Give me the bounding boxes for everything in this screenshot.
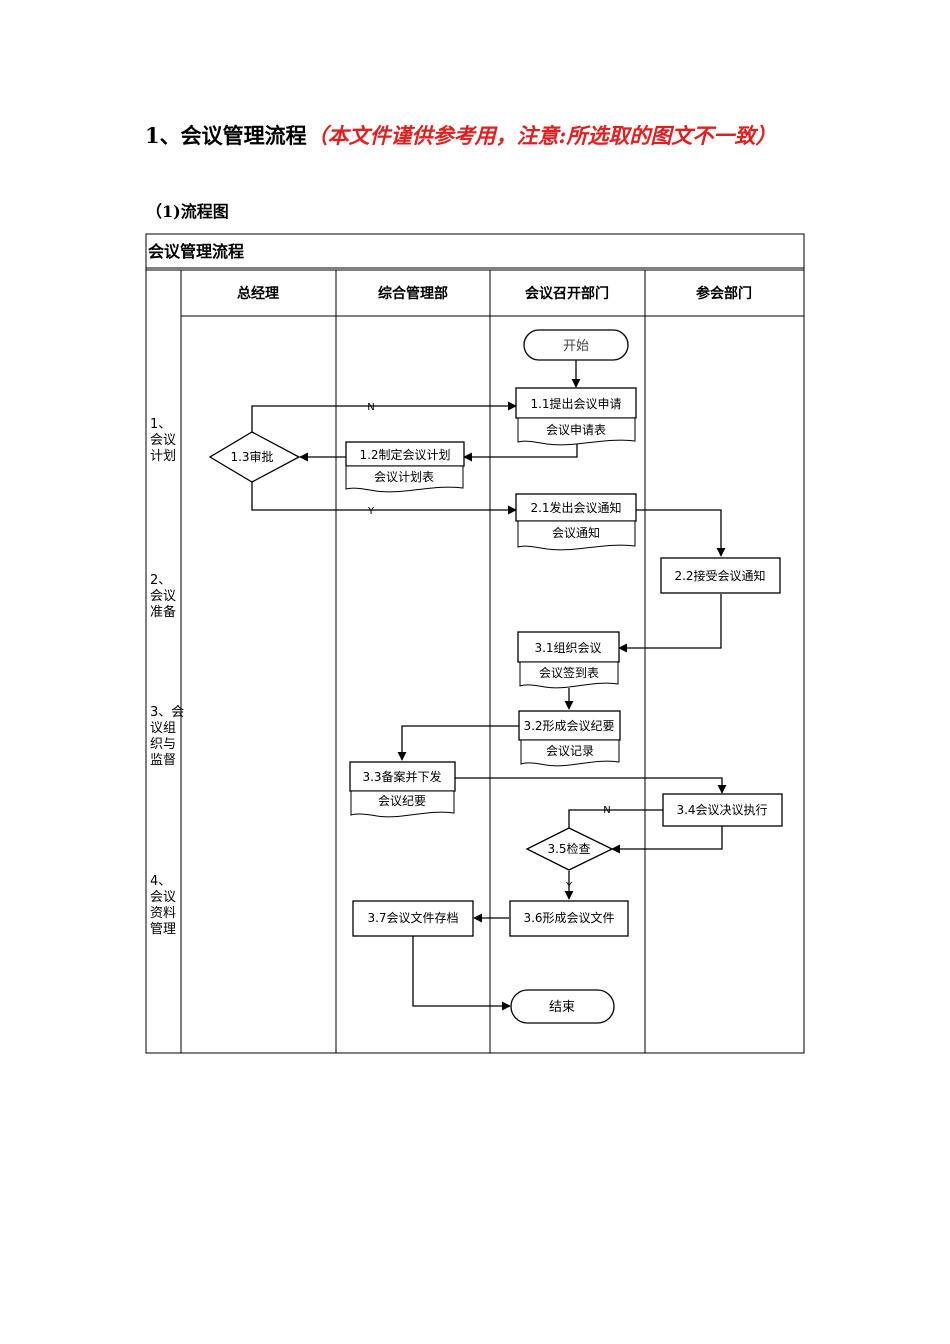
step-3-6-label: 3.6形成会议文件 bbox=[523, 910, 614, 925]
phase-4-line-3: 资料 bbox=[150, 906, 176, 921]
phase-4-line-4: 管理 bbox=[150, 922, 176, 937]
edge-label-no-2: N bbox=[603, 805, 610, 816]
doc-3-2-shape bbox=[520, 739, 620, 767]
doc-3-3-label: 会议纪要 bbox=[378, 794, 426, 808]
lane-header-host-dept: 会议召开部门 bbox=[525, 285, 609, 302]
phase-4-line-1: 4、 bbox=[150, 874, 171, 889]
step-3-4-label: 3.4会议决议执行 bbox=[676, 803, 767, 817]
doc-3-1-shape bbox=[519, 661, 619, 689]
doc-2-1-shape bbox=[517, 520, 636, 551]
phase-1-line-1: 1、 bbox=[150, 417, 171, 432]
phase-4-line-2: 会议 bbox=[150, 890, 176, 905]
doc-2-1-label: 会议通知 bbox=[552, 526, 600, 540]
step-1-2-box bbox=[345, 441, 465, 467]
phase-3-line-2: 议组 bbox=[150, 721, 176, 736]
connectors bbox=[251, 360, 727, 1011]
phase-2-line-3: 准备 bbox=[150, 604, 176, 620]
phase-1-line-2: 会议 bbox=[150, 433, 176, 448]
section-title: 1、会议管理流程（本文件谨供参考用，注意:所选取的图文不一致） bbox=[145, 118, 825, 154]
step-3-3-label: 3.3备案并下发 bbox=[362, 769, 441, 784]
step-3-2-label: 3.2形成会议纪要 bbox=[523, 719, 614, 733]
step-1-2-label: 1.2制定会议计划 bbox=[359, 447, 450, 462]
decision-1-3 bbox=[208, 431, 301, 483]
phase-2-line-2: 会议 bbox=[150, 589, 176, 604]
section-title-note: （本文件谨供参考用，注意:所选取的图文不一致） bbox=[306, 123, 777, 148]
end-terminator bbox=[510, 989, 615, 1024]
start-label: 开始 bbox=[563, 339, 589, 354]
doc-3-3-shape bbox=[350, 790, 455, 818]
decision-1-3-label: 1.3审批 bbox=[230, 449, 273, 464]
phase-labels: 1、 会议 计划 2、 会议 准备 3、会 议组 织与 监督 4、 会议 资料 … bbox=[150, 417, 184, 937]
step-3-7-box bbox=[352, 900, 474, 937]
edge-label-yes-1: Y bbox=[367, 506, 375, 517]
section-title-main: 1、会议管理流程 bbox=[145, 123, 307, 148]
decision-3-5-label: 3.5检查 bbox=[547, 841, 590, 856]
phase-3-line-1: 3、会 bbox=[150, 705, 184, 720]
step-3-3-box bbox=[349, 761, 456, 792]
doc-3-2-label: 会议记录 bbox=[546, 744, 594, 758]
lane-header-general-manager: 总经理 bbox=[237, 285, 279, 302]
phase-3-line-4: 监督 bbox=[150, 753, 176, 768]
doc-1-1-label: 会议申请表 bbox=[546, 423, 606, 437]
lane-header-admin-dept: 综合管理部 bbox=[378, 285, 448, 302]
start-terminator bbox=[523, 329, 629, 361]
step-3-7-label: 3.7会议文件存档 bbox=[367, 910, 458, 925]
doc-1-2-shape bbox=[345, 465, 464, 493]
end-label: 结束 bbox=[549, 1000, 575, 1015]
phase-2-line-1: 2、 bbox=[150, 573, 171, 588]
step-2-2-label: 2.2接受会议通知 bbox=[674, 568, 765, 583]
step-3-1-label: 3.1组织会议 bbox=[534, 641, 601, 655]
decision-3-5 bbox=[525, 827, 614, 871]
lane-header-attending-dept: 参会部门 bbox=[696, 285, 752, 302]
flowchart-subheading: （1)流程图 bbox=[146, 202, 229, 221]
doc-1-2-label: 会议计划表 bbox=[374, 470, 434, 484]
doc-3-1-label: 会议签到表 bbox=[539, 665, 599, 680]
step-3-2-box bbox=[518, 710, 621, 741]
phase-1-line-3: 计划 bbox=[150, 449, 176, 464]
step-2-1-label: 2.1发出会议通知 bbox=[530, 500, 621, 515]
step-2-2-box bbox=[660, 557, 781, 594]
edge-label-no-1: N bbox=[367, 402, 374, 413]
flowchart-table bbox=[145, 233, 805, 1054]
step-3-4-box bbox=[662, 793, 783, 827]
step-1-1-label: 1.1提出会议申请 bbox=[530, 396, 621, 411]
doc-1-1-shape bbox=[517, 417, 636, 446]
table-title: 会议管理流程 bbox=[148, 242, 244, 261]
step-3-6-box bbox=[509, 900, 629, 937]
phase-3-line-3: 织与 bbox=[150, 737, 176, 752]
edge-label-yes-2: Y bbox=[565, 881, 573, 892]
